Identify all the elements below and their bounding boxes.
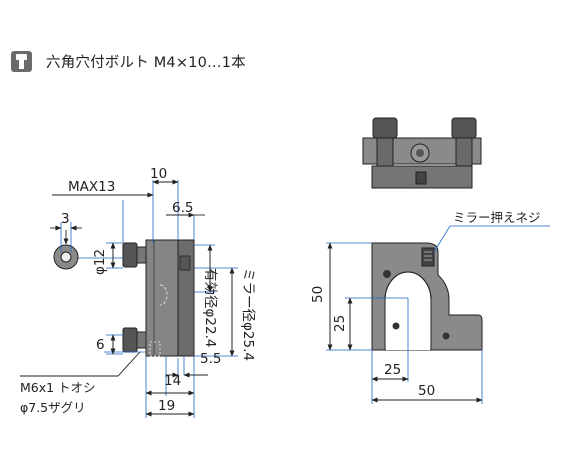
dim-3: 3 [61, 211, 70, 227]
header-title: 六角穴付ボルト M4×10…1本 [46, 54, 246, 71]
lower-knob [122, 327, 138, 353]
max-dim-label: MAX13 [68, 179, 115, 195]
front-hole-top-left [383, 270, 391, 278]
front-view: ミラー押えネジ 50 25 25 50 [310, 210, 550, 404]
top-view [362, 117, 482, 189]
dim-6: 6 [96, 337, 105, 353]
dim-front-width: 50 [418, 383, 435, 399]
note-counterbore: φ7.5ザグリ [20, 400, 86, 415]
hex-bolt-tool-icon [11, 50, 32, 72]
front-hole-right [442, 332, 450, 340]
front-hole-mid-left [392, 322, 400, 330]
side-retaining-screw [179, 255, 191, 271]
dim-front-height: 50 [310, 286, 326, 303]
part-header: 六角穴付ボルト M4×10…1本 [11, 49, 246, 73]
side-mounting-hole [149, 341, 161, 357]
dim-mirror-dia: ミラー径φ25.4 [240, 268, 256, 361]
side-view: MAX13 10 3 6.5 φ12 有効径φ22.4 ミラー径φ25.4 6 … [20, 166, 256, 418]
note-thread: M6x1 トオシ [20, 380, 96, 395]
dim-19: 19 [158, 398, 175, 414]
upper-knob [122, 242, 138, 268]
callout-mirror-screw: ミラー押えネジ [453, 210, 541, 225]
side-bore-hidden [159, 284, 168, 306]
mount-hole-inner [60, 251, 72, 263]
dim-14: 14 [164, 373, 181, 389]
dim-front-center-height: 25 [332, 315, 348, 332]
top-left-knob [372, 117, 398, 139]
dim-6-5: 6.5 [172, 200, 193, 216]
dim-clear-aperture: 有効径φ22.4 [202, 268, 218, 347]
dim-front-center-width: 25 [384, 362, 401, 378]
top-right-knob [451, 117, 477, 139]
dim-5-5: 5.5 [200, 351, 221, 367]
dim-top-10: 10 [150, 166, 167, 182]
front-retaining-screw [421, 247, 435, 267]
dim-phi12: φ12 [92, 249, 108, 275]
